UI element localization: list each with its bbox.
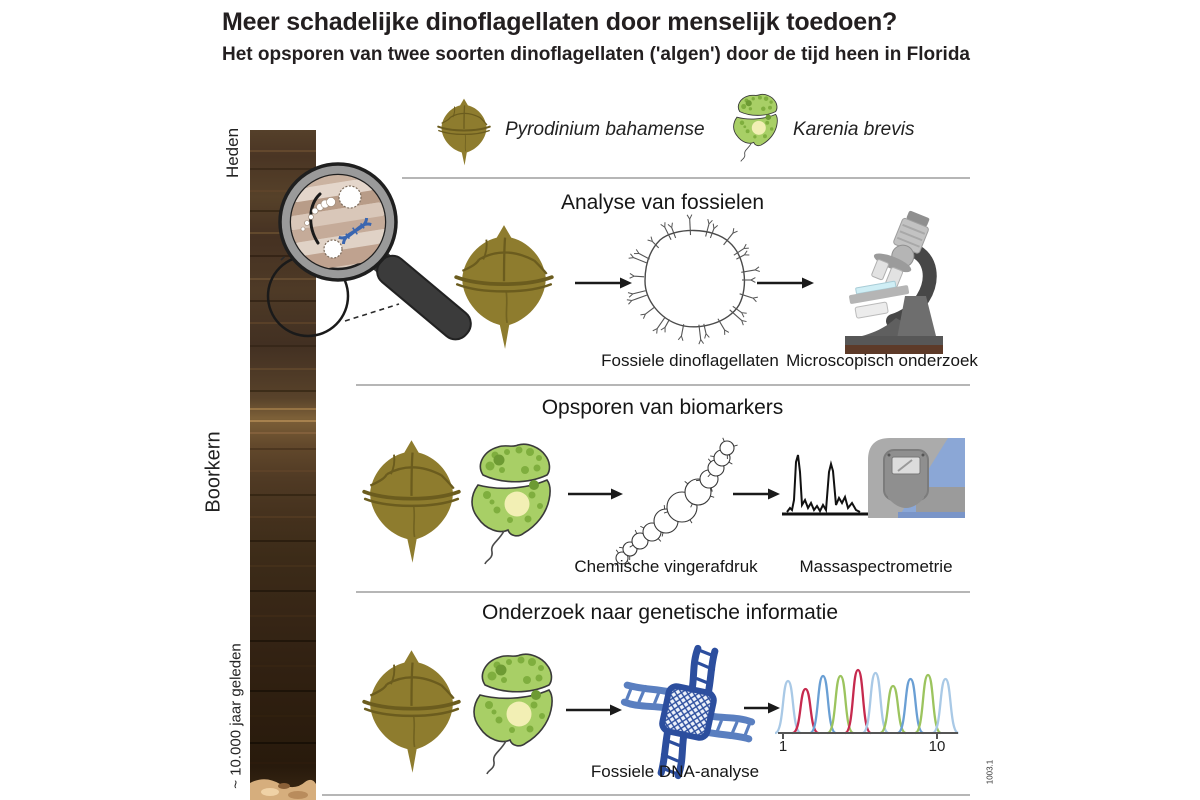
core-label-heden: Heden [223,127,242,179]
section-heading-fossils: Analyse van fossielen [560,191,765,214]
pyrodinium-cell-icon [437,97,491,167]
arrow-icon [744,702,780,714]
connector-dashed-line [344,303,400,322]
egram-axis-start: 1 [778,738,788,755]
lens-dot-chain [300,197,336,232]
core-label-boorkern: Boorkern [202,431,225,513]
mass-spectrometer-icon [868,438,965,518]
karenia-cell-icon [471,443,551,565]
pyrodinium-cell-icon [362,438,461,565]
karenia-cell-icon [733,93,778,162]
arrow-icon [566,704,622,716]
caption-fossil-dna: Fossiele DNA-analyse [590,762,760,781]
footnote-code: 1003.1 [985,759,995,785]
fossil-cyst-icon [626,214,760,345]
species-label-karenia: Karenia brevis [793,119,915,140]
lens-fossil-icon [323,239,343,259]
lens-fossil-icon [338,185,362,209]
core-label-age: ~ 10.000 jaar geleden [227,643,245,789]
page-subtitle: Het opsporen van twee soorten dinoflagel… [222,44,970,65]
arrow-icon [575,277,632,289]
magnifier-icon [278,162,472,341]
caption-mass-spectrometry: Massaspectrometrie [799,557,953,576]
lens-dna-icon [338,217,372,245]
pyrodinium-cell-icon [454,223,554,351]
caption-chemical-fingerprint: Chemische vingerafdruk [574,557,758,576]
electropherogram-icon [774,668,960,739]
caption-fossil-dinoflagellates: Fossiele dinoflagellaten [601,351,779,370]
karenia-cell-icon [473,653,553,775]
microscope-icon [845,210,943,354]
arrow-icon [568,488,623,500]
dna-tangle-icon [617,641,758,782]
egram-axis-end: 10 [928,738,946,755]
species-label-pyrodinium: Pyrodinium bahamense [505,119,705,140]
page-title: Meer schadelijke dinoflagellaten door me… [222,8,898,36]
chemical-structure-icon [615,437,738,566]
caption-microscopy: Microscopisch onderzoek [786,351,978,370]
arrow-icon [757,277,814,289]
section-heading-biomarkers: Opsporen van biomarkers [541,396,784,419]
section-heading-genetics: Onderzoek naar genetische informatie [481,601,839,624]
pyrodinium-cell-icon [362,648,461,775]
arrow-icon [733,488,780,500]
